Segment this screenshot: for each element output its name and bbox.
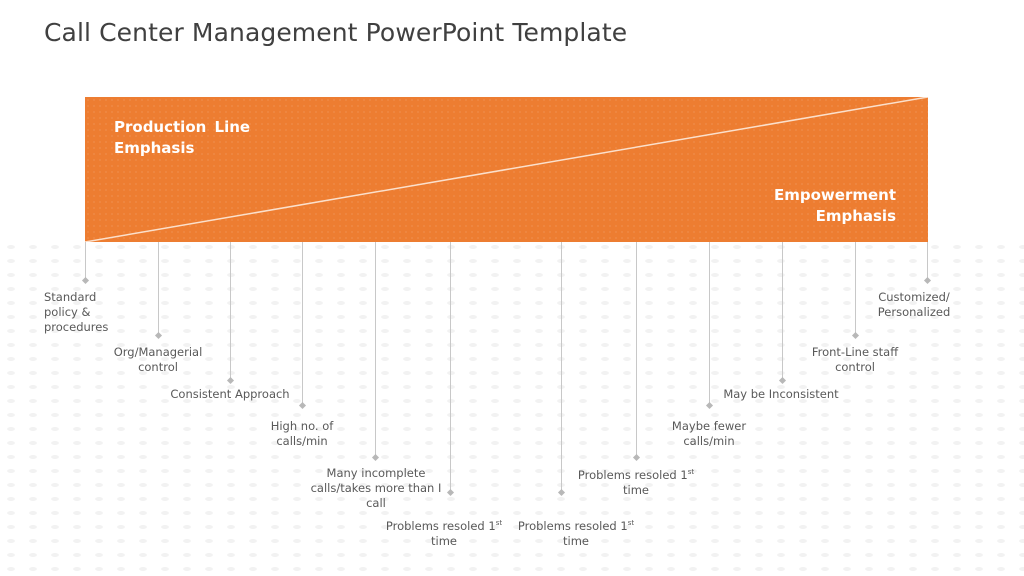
item-many-incomplete-calls: Many incomplete calls/takes more than I … bbox=[310, 466, 442, 510]
connector-line bbox=[85, 242, 86, 280]
connector-line bbox=[927, 242, 928, 280]
item-maybe-fewer-calls: Maybe fewer calls/min bbox=[671, 419, 747, 448]
connector-line bbox=[375, 242, 376, 457]
item-consistent-approach: Consistent Approach bbox=[170, 387, 290, 401]
item-standard-policy: Standard policy & procedures bbox=[44, 290, 109, 334]
item-front-line-staff-control: Front-Line staff control bbox=[811, 345, 899, 374]
production-line-emphasis-label: Production Line Emphasis bbox=[114, 118, 251, 157]
connector-line bbox=[855, 242, 856, 335]
connector-line bbox=[636, 242, 637, 457]
page-title: Call Center Management PowerPoint Templa… bbox=[44, 18, 628, 47]
empowerment-emphasis-label: Empowerment Emphasis bbox=[774, 186, 896, 225]
diagonal-divider-line bbox=[85, 97, 928, 242]
item-high-calls: High no. of calls/min bbox=[270, 419, 334, 448]
item-customized-personalized: Customized/ Personalized bbox=[877, 290, 951, 319]
item-org-managerial-control: Org/Managerial control bbox=[113, 345, 203, 374]
connector-line bbox=[450, 242, 451, 492]
item-problems-resolved-1: Problems resoled 1st time bbox=[385, 519, 503, 548]
connector-line bbox=[782, 242, 783, 380]
connector-line bbox=[230, 242, 231, 380]
item-may-be-inconsistent: May be Inconsistent bbox=[723, 387, 839, 401]
connector-line bbox=[561, 242, 562, 492]
item-problems-resolved-2: Problems resoled 1st time bbox=[517, 519, 635, 548]
connector-line bbox=[709, 242, 710, 405]
background-dot-pattern bbox=[0, 240, 1024, 576]
item-problems-resolved-3: Problems resoled 1st time bbox=[577, 468, 695, 497]
emphasis-banner: Production Line Emphasis Empowerment Emp… bbox=[85, 97, 928, 242]
connector-line bbox=[158, 242, 159, 335]
connector-line bbox=[302, 242, 303, 405]
